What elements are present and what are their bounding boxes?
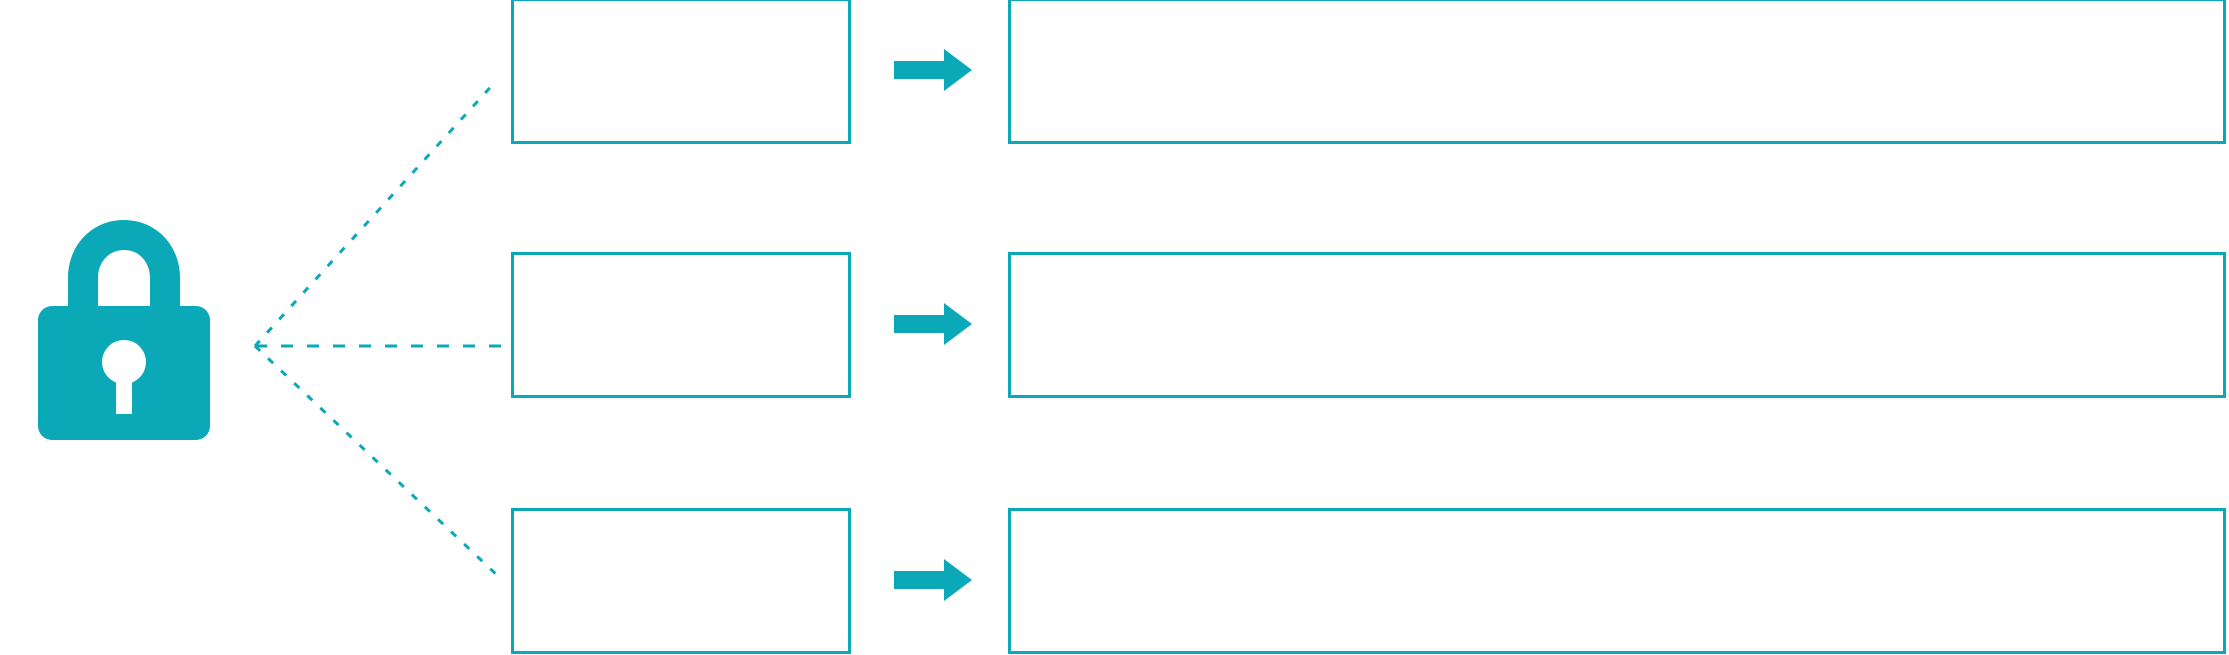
- outcome-box-2[interactable]: [1008, 252, 2226, 398]
- right-arrow-icon: [894, 300, 974, 348]
- outcome-box-1-label: [1011, 1, 2223, 21]
- condition-box-3[interactable]: [511, 508, 851, 654]
- condition-box-2[interactable]: [511, 252, 851, 398]
- condition-box-1[interactable]: [511, 0, 851, 144]
- diagram-row: [0, 508, 2229, 654]
- outcome-box-3[interactable]: [1008, 508, 2226, 654]
- lock-icon: [36, 214, 212, 446]
- condition-box-3-label: [514, 511, 848, 531]
- outcome-box-2-label: [1011, 255, 2223, 275]
- diagram-row: [0, 0, 2229, 144]
- diagram-row: [0, 252, 2229, 398]
- outcome-box-1[interactable]: [1008, 0, 2226, 144]
- condition-box-2-label: [514, 255, 848, 275]
- right-arrow-icon: [894, 46, 974, 94]
- condition-box-1-label: [514, 1, 848, 21]
- outcome-box-3-label: [1011, 511, 2223, 531]
- right-arrow-icon: [894, 556, 974, 604]
